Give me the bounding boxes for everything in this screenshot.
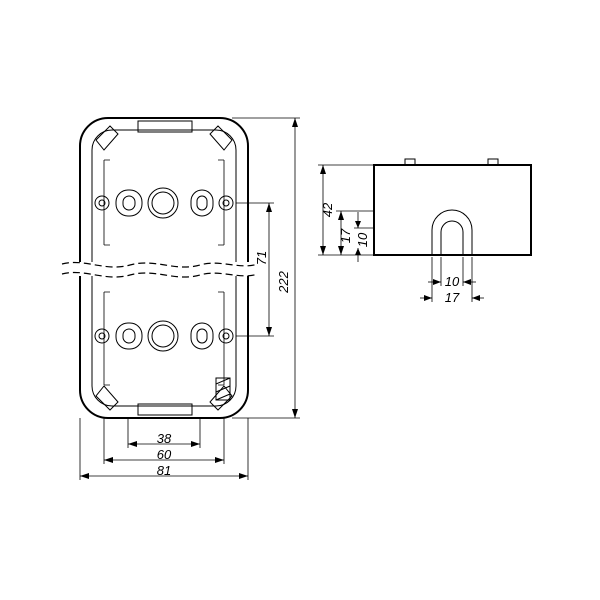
slot-hole-right xyxy=(190,322,214,350)
dim-label-81: 81 xyxy=(157,463,171,478)
lower-fixing-group xyxy=(94,320,234,352)
screw-boss-left xyxy=(94,328,110,344)
dim-slot-width: 10 xyxy=(428,257,476,289)
dim-entry-depth: 10 xyxy=(354,212,374,262)
dim-label-17-side: 17 xyxy=(338,228,353,243)
dim-width-recess: 38 xyxy=(127,418,201,448)
screw-boss-left xyxy=(94,195,110,211)
dim-width-inner: 60 xyxy=(103,418,225,464)
dim-entry-height: 17 xyxy=(336,210,374,255)
corner-wedge-tr xyxy=(209,125,233,151)
entry-slot-inner xyxy=(440,220,464,255)
top-bump-right xyxy=(487,158,499,166)
inner-bracket-left-lower xyxy=(103,291,110,386)
break-line xyxy=(61,261,259,278)
screw-boss-right xyxy=(218,195,234,211)
dim-label-42: 42 xyxy=(320,202,335,217)
dim-label-71: 71 xyxy=(254,251,269,265)
upper-fixing-group xyxy=(94,187,234,219)
side-body xyxy=(373,164,532,256)
center-hole xyxy=(147,320,179,352)
center-hole xyxy=(147,187,179,219)
earth-terminal xyxy=(215,377,231,401)
entry-slot-outer xyxy=(431,209,473,255)
dim-side-height: 42 xyxy=(318,164,374,256)
inner-bracket-right-upper xyxy=(218,159,225,246)
slot-hole-left xyxy=(115,322,143,350)
top-bump-left xyxy=(404,158,416,166)
inner-bracket-left-upper xyxy=(103,159,110,246)
slot-hole-right xyxy=(190,189,214,217)
dim-width-total: 81 xyxy=(79,418,249,480)
corner-wedge-br xyxy=(209,385,233,411)
dim-label-60: 60 xyxy=(157,447,172,462)
top-recess-tab xyxy=(137,120,193,133)
dim-height-total: 222 xyxy=(232,117,300,419)
dim-label-17-bottom: 17 xyxy=(445,290,460,305)
screw-boss-right xyxy=(218,328,234,344)
corner-wedge-tl xyxy=(95,125,119,151)
inner-bracket-right-lower xyxy=(218,291,225,386)
dim-label-10-side: 10 xyxy=(355,232,370,247)
dim-fixing-spacing: 71 xyxy=(236,202,274,337)
corner-wedge-bl xyxy=(95,385,119,411)
front-view: 222 71 38 60 xyxy=(61,117,300,480)
dim-slot-outer: 17 xyxy=(420,257,484,305)
slot-hole-left xyxy=(115,189,143,217)
dim-label-10-bottom: 10 xyxy=(445,274,460,289)
dim-label-222: 222 xyxy=(276,270,291,293)
side-view: 42 17 10 10 xyxy=(318,158,532,305)
dim-label-38: 38 xyxy=(157,431,172,446)
bottom-recess-tab xyxy=(137,403,193,416)
